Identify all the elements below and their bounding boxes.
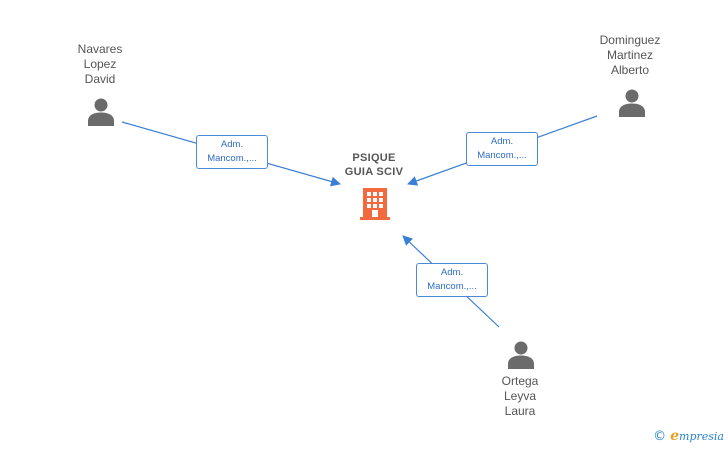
person-name-line: Leyva: [503, 389, 537, 403]
relation-role-line: Mancom.,...: [427, 281, 477, 292]
person-name-ortega[interactable]: Ortega Leyva Laura: [460, 374, 580, 419]
relation-box-ortega[interactable]: Adm. Mancom.,...: [416, 263, 488, 297]
person-name-line: Martinez: [606, 48, 653, 62]
building-icon[interactable]: [360, 186, 390, 220]
relation-role-line: Adm.: [220, 139, 244, 150]
person-name-line: Navares: [77, 42, 123, 56]
person-name-navares[interactable]: Navares Lopez David: [40, 42, 160, 87]
brand-logo-text: mpresia: [679, 429, 724, 443]
person-name-line: Laura: [504, 404, 536, 418]
brand-watermark[interactable]: © e mpresia: [653, 428, 724, 444]
person-icon[interactable]: [506, 339, 536, 369]
relation-box-navares[interactable]: Adm. Mancom.,...: [196, 135, 268, 169]
person-name-line: Ortega: [501, 374, 539, 388]
person-name-line: Alberto: [610, 63, 650, 77]
person-name-line: Lopez: [83, 57, 117, 71]
relation-role-line: Adm.: [440, 267, 464, 278]
person-name-line: Dominguez: [599, 33, 661, 47]
relation-role-line: Adm.: [490, 136, 514, 147]
person-icon[interactable]: [86, 96, 116, 126]
company-name-line: GUIA SCIV: [344, 166, 404, 178]
relation-box-dominguez[interactable]: Adm. Mancom.,...: [466, 132, 538, 166]
relation-role-line: Mancom.,...: [477, 150, 527, 161]
copyright-icon: ©: [653, 428, 667, 444]
person-name-dominguez[interactable]: Dominguez Martinez Alberto: [570, 33, 690, 78]
company-name-line: PSIQUE: [352, 152, 396, 164]
person-icon[interactable]: [617, 87, 647, 117]
relation-role-line: Mancom.,...: [207, 153, 257, 164]
person-name-line: David: [84, 72, 116, 86]
company-name[interactable]: PSIQUE GUIA SCIV: [304, 151, 444, 179]
brand-logo-e: e: [670, 428, 680, 444]
